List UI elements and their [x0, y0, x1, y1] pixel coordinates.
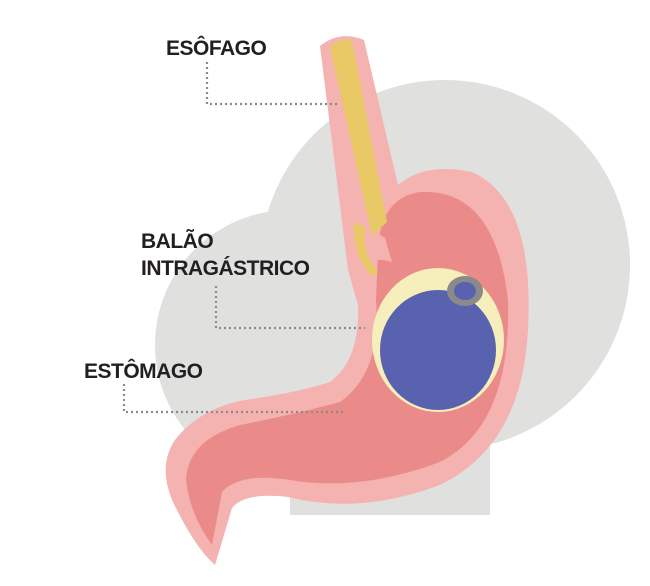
- label-stomach: ESTÔMAGO: [84, 359, 203, 383]
- esophagus-lumen: [330, 39, 387, 236]
- balloon-leader-line: [214, 286, 365, 330]
- label-balloon-line2: INTRAGÁSTRICO: [141, 257, 310, 280]
- balloon-valve: [447, 276, 483, 306]
- intragastric-balloon: [372, 268, 504, 412]
- label-balloon-line1: BALÃO: [141, 230, 213, 253]
- esophagus-leader-line: [205, 62, 338, 106]
- stomach-leader-line: [122, 384, 345, 414]
- stomach-fold: [362, 233, 392, 262]
- label-esophagus: ESÔFAGO: [166, 36, 267, 60]
- esophagus-lumen-lower: [353, 222, 378, 276]
